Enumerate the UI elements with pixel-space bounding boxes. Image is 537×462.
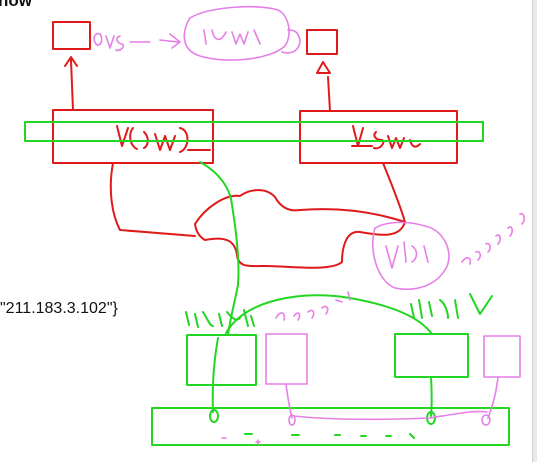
host-box-right (394, 333, 469, 378)
vm-bubble-text (203, 29, 261, 45)
small-box-left (52, 21, 91, 50)
tally-left (185, 309, 255, 328)
pink-box-left (265, 333, 308, 385)
pink-box-right (483, 335, 521, 378)
bottom-network-bar (151, 407, 510, 446)
ovs-scribble (93, 32, 181, 52)
link-arc (225, 294, 433, 335)
vm-box-left (52, 109, 214, 164)
vm-box-right (299, 110, 458, 164)
pink-cable-right (487, 376, 499, 419)
pink-dashes (221, 437, 261, 445)
line-right-to-cloud (382, 162, 406, 223)
bar-dashes (244, 433, 415, 439)
scrollbar-edge (532, 0, 537, 462)
pink-port-left (288, 414, 296, 426)
ip-scribble-middle (275, 291, 351, 321)
port-left (209, 409, 219, 423)
link-left-host-bar (211, 337, 219, 413)
small-box-right (306, 29, 338, 55)
ip-address-text: "211.183.3.102"} (0, 300, 118, 317)
pink-port-right (481, 414, 491, 426)
vm-bubble-lower (371, 221, 450, 290)
vm-bubble-lower-text (385, 241, 429, 269)
vm-bubble (183, 5, 290, 61)
arrow-right (316, 61, 331, 112)
bubble-tail (281, 29, 301, 54)
tally-right (410, 293, 493, 319)
pink-cable-bottom (293, 410, 488, 421)
cloud (194, 189, 406, 269)
link-right-host-bar (430, 376, 433, 417)
vm-label-right (352, 125, 421, 150)
link-vm-to-host (199, 161, 240, 336)
page-text-fragment: how (0, 0, 32, 10)
ip-scribble-right (461, 212, 525, 265)
pink-cable-left (285, 383, 293, 419)
vm-label-left (116, 125, 211, 153)
line-left-to-cloud (109, 162, 196, 237)
host-box-left (186, 334, 257, 386)
top-network-bar (24, 121, 484, 142)
arrow-left (64, 56, 78, 111)
